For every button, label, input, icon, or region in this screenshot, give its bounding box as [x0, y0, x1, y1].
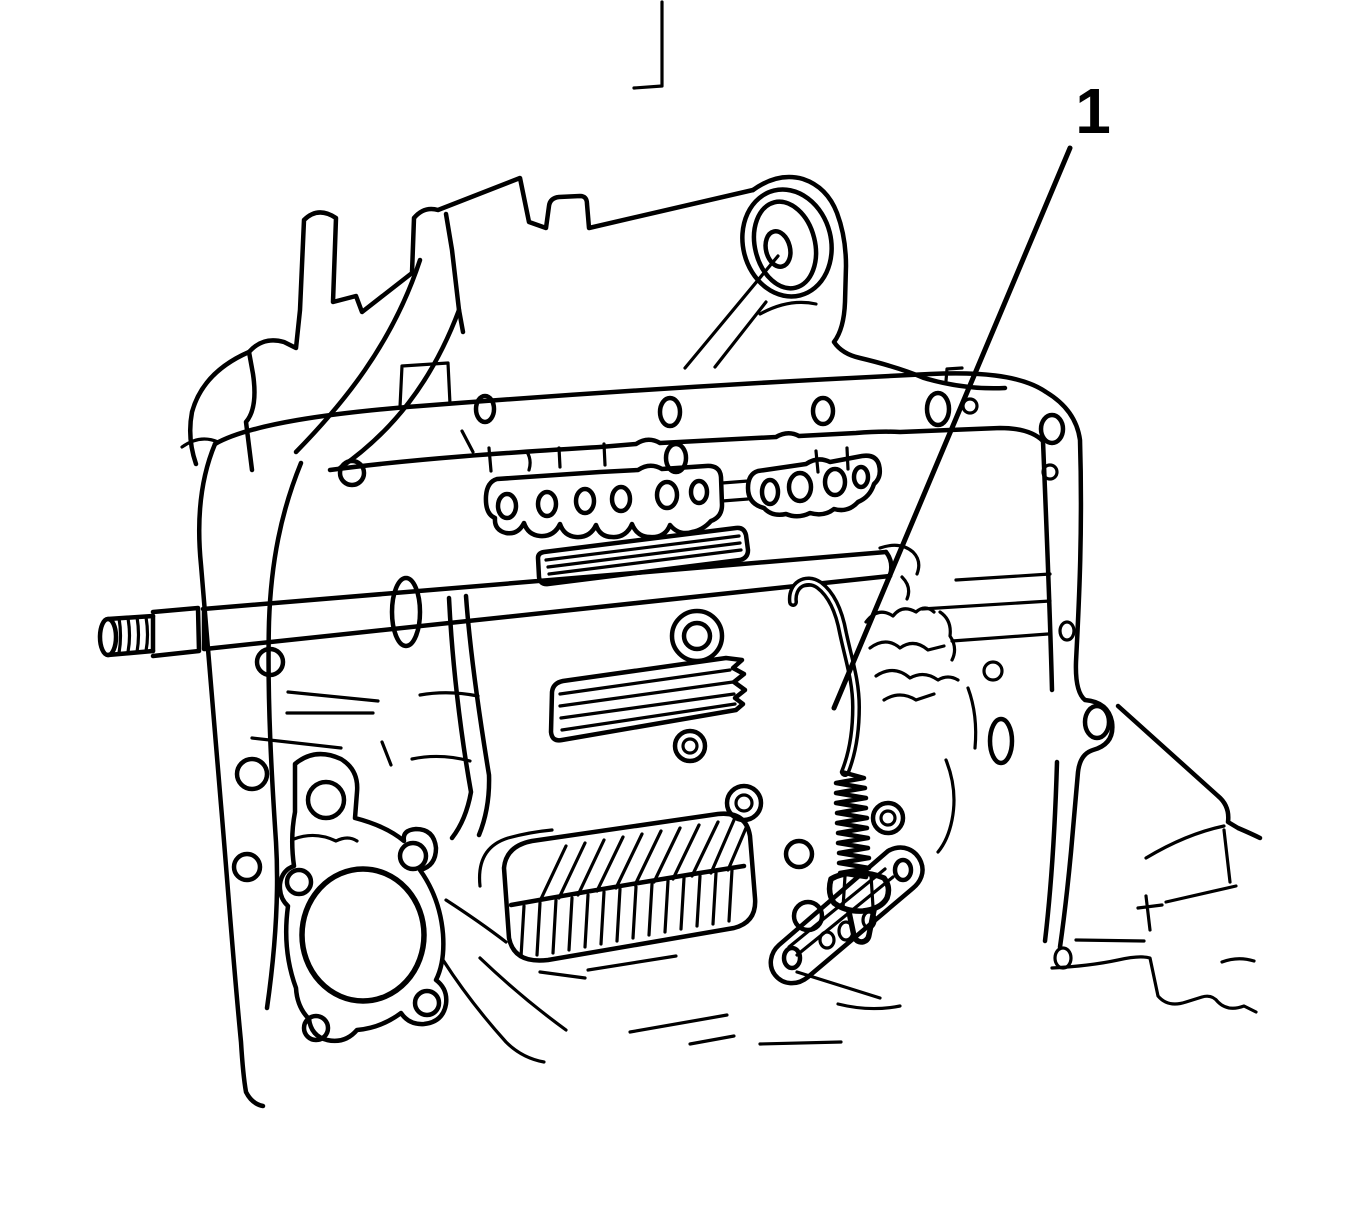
flange-hole: [412, 988, 442, 1018]
parking-gear-segment: [477, 811, 758, 963]
gear-hatching: [538, 818, 748, 903]
gasket-bolt-hole: [1053, 946, 1073, 970]
callout-1-label: 1: [1075, 75, 1111, 147]
shift-shaft: [97, 549, 894, 659]
gasket-bolt-hole: [254, 646, 286, 678]
case-details-right: [1050, 703, 1263, 1014]
flange-bore: [299, 866, 427, 1004]
shaft-knurled-tip: [97, 616, 119, 658]
bellhousing-boss-mid-ring: [751, 199, 819, 291]
gasket-bolt-hole: [1058, 620, 1076, 642]
flange-hole: [305, 779, 347, 821]
detent-spring-coils: [833, 769, 872, 880]
flange-hole: [301, 1013, 331, 1043]
callout-1-leader-line: [831, 145, 1073, 711]
gasket-bolt-hole: [473, 393, 497, 425]
case-bottom-edges: [478, 954, 902, 1046]
gasket-bolt-hole: [663, 441, 689, 475]
gasket-bolt-hole: [810, 395, 836, 427]
wire-bracket-boss: [864, 543, 1052, 854]
gear-teeth: [519, 868, 734, 959]
case-slot: [987, 716, 1015, 766]
gasket-bolt-hole: [337, 458, 367, 488]
gasket-bolt-hole: [924, 390, 952, 428]
shaft-boss-ring: [669, 608, 725, 664]
detent-spring-bolt-assembly: [787, 576, 892, 945]
lever-arm: [446, 593, 492, 841]
plug-ring: [870, 800, 906, 836]
gasket-bolt-hole: [234, 756, 270, 792]
gasket-bolt-hole: [1041, 463, 1059, 481]
case-outline: [187, 0, 1008, 473]
gasket-bolt-hole: [657, 395, 683, 429]
flange-hole: [284, 867, 314, 897]
gasket-bolt-hole: [1082, 703, 1112, 741]
bellhousing-boss-outer-ring: [740, 187, 834, 299]
callout-1: 1: [831, 75, 1111, 711]
flange-hole: [397, 840, 429, 872]
bellhousing-boss-bore: [763, 229, 793, 269]
oil-passage-strips: [460, 429, 883, 540]
case-hole: [783, 838, 815, 870]
detent-bolt-tip: [846, 907, 877, 945]
case-hole: [982, 660, 1004, 682]
mount-flange: [277, 751, 449, 1044]
plug-ring: [672, 728, 708, 764]
gasket-bolt-hole: [231, 851, 263, 883]
gasket-bolt-hole: [1038, 412, 1066, 446]
detent-bolt-head: [826, 870, 892, 914]
shaft-pivot-ball: [389, 575, 423, 649]
rib-panels: [535, 525, 751, 743]
case-details-left: [180, 437, 546, 1064]
